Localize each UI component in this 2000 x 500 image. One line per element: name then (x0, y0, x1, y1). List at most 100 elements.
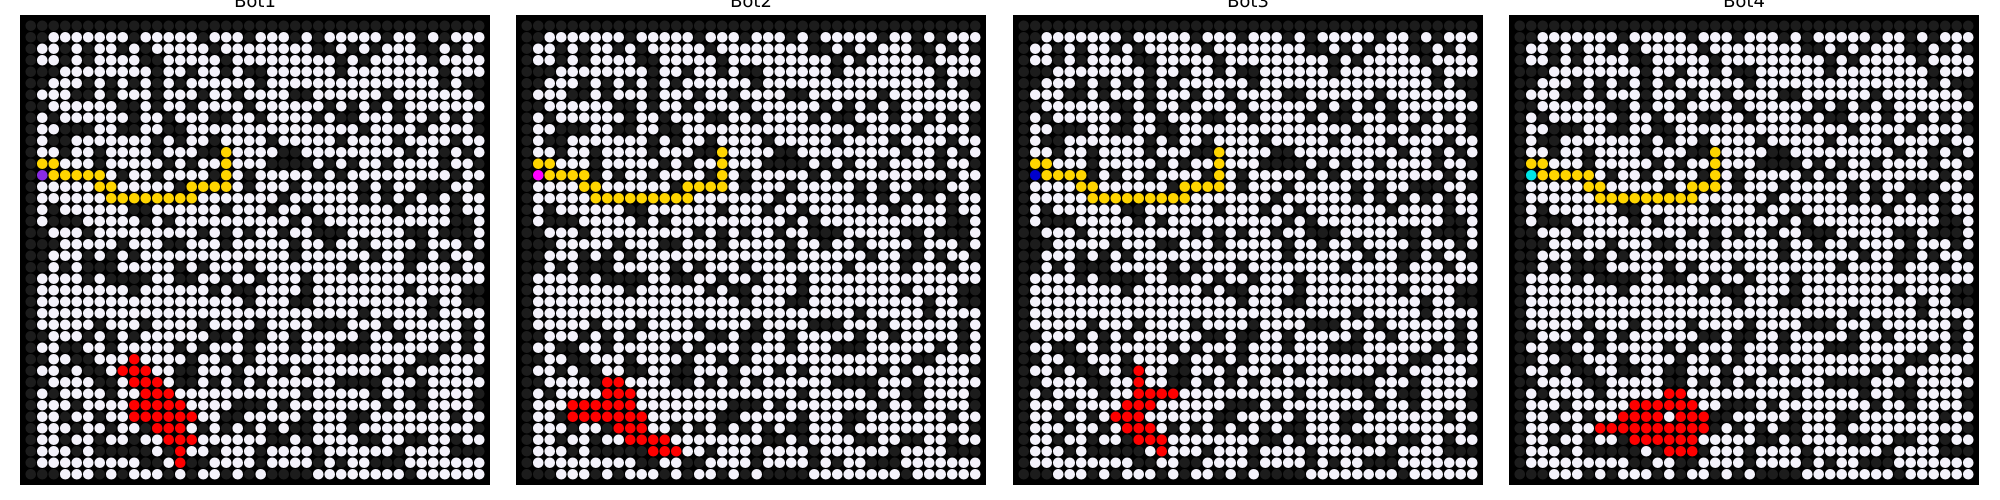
blocked-cell (59, 365, 71, 377)
path-cell (105, 192, 117, 204)
open-cell (1386, 77, 1398, 89)
open-cell (958, 468, 970, 480)
fire-cell (636, 411, 648, 423)
blocked-cell (820, 158, 832, 170)
open-cell (1121, 158, 1133, 170)
open-cell (613, 146, 625, 158)
open-cell (289, 284, 301, 296)
open-cell (1271, 89, 1283, 101)
open-cell (1236, 204, 1248, 216)
open-cell (739, 192, 751, 204)
blocked-cell (427, 307, 439, 319)
blocked-cell (174, 20, 186, 32)
open-cell (117, 66, 129, 78)
open-cell (762, 227, 774, 239)
open-cell (1121, 261, 1133, 273)
blocked-cell (1098, 330, 1110, 342)
blocked-cell (1225, 399, 1237, 411)
open-cell (439, 169, 451, 181)
blocked-cell (243, 227, 255, 239)
open-cell (590, 123, 602, 135)
blocked-cell (854, 376, 866, 388)
blocked-cell (958, 77, 970, 89)
open-cell (1225, 445, 1237, 457)
blocked-cell (946, 192, 958, 204)
open-cell (71, 296, 83, 308)
blocked-cell (716, 238, 728, 250)
open-cell (567, 43, 579, 55)
open-cell (36, 192, 48, 204)
open-cell (1167, 169, 1179, 181)
blocked-cell (1916, 20, 1928, 32)
blocked-cell (1087, 169, 1099, 181)
blocked-cell (1397, 434, 1409, 446)
open-cell (1455, 422, 1467, 434)
open-cell (659, 353, 671, 365)
blocked-cell (1133, 445, 1145, 457)
open-cell (243, 135, 255, 147)
blocked-cell (25, 192, 37, 204)
open-cell (1328, 273, 1340, 285)
blocked-cell (831, 54, 843, 66)
blocked-cell (1294, 411, 1306, 423)
open-cell (358, 296, 370, 308)
blocked-cell (590, 261, 602, 273)
open-cell (232, 215, 244, 227)
open-cell (1075, 100, 1087, 112)
open-cell (335, 422, 347, 434)
open-cell (462, 422, 474, 434)
open-cell (1248, 54, 1260, 66)
open-cell (1282, 135, 1294, 147)
open-cell (774, 261, 786, 273)
open-cell (808, 135, 820, 147)
open-cell (439, 353, 451, 365)
blocked-cell (151, 169, 163, 181)
open-cell (532, 399, 544, 411)
open-cell (682, 261, 694, 273)
blocked-cell (1617, 20, 1629, 32)
open-cell (439, 192, 451, 204)
blocked-cell (1282, 20, 1294, 32)
open-cell (140, 227, 152, 239)
blocked-cell (521, 468, 533, 480)
open-cell (335, 273, 347, 285)
blocked-cell (1052, 215, 1064, 227)
blocked-cell (705, 169, 717, 181)
open-cell (705, 434, 717, 446)
open-cell (601, 112, 613, 124)
open-cell (1698, 66, 1710, 78)
open-cell (1409, 204, 1421, 216)
open-cell (728, 135, 740, 147)
blocked-cell (393, 100, 405, 112)
open-cell (1236, 434, 1248, 446)
open-cell (751, 204, 763, 216)
open-cell (969, 434, 981, 446)
open-cell (1248, 296, 1260, 308)
open-cell (900, 445, 912, 457)
open-cell (728, 296, 740, 308)
open-cell (266, 445, 278, 457)
blocked-cell (751, 273, 763, 285)
blocked-cell (1397, 365, 1409, 377)
open-cell (774, 238, 786, 250)
open-cell (935, 89, 947, 101)
blocked-cell (521, 169, 533, 181)
open-cell (105, 468, 117, 480)
open-cell (946, 146, 958, 158)
open-cell (728, 112, 740, 124)
open-cell (958, 261, 970, 273)
open-cell (1087, 100, 1099, 112)
blocked-cell (682, 468, 694, 480)
blocked-cell (521, 261, 533, 273)
open-cell (174, 31, 186, 43)
blocked-cell (36, 238, 48, 250)
open-cell (1179, 250, 1191, 262)
blocked-cell (969, 181, 981, 193)
open-cell (1317, 31, 1329, 43)
blocked-cell (854, 330, 866, 342)
open-cell (935, 296, 947, 308)
open-cell (174, 319, 186, 331)
open-cell (439, 123, 451, 135)
blocked-cell (923, 353, 935, 365)
blocked-cell (473, 158, 485, 170)
